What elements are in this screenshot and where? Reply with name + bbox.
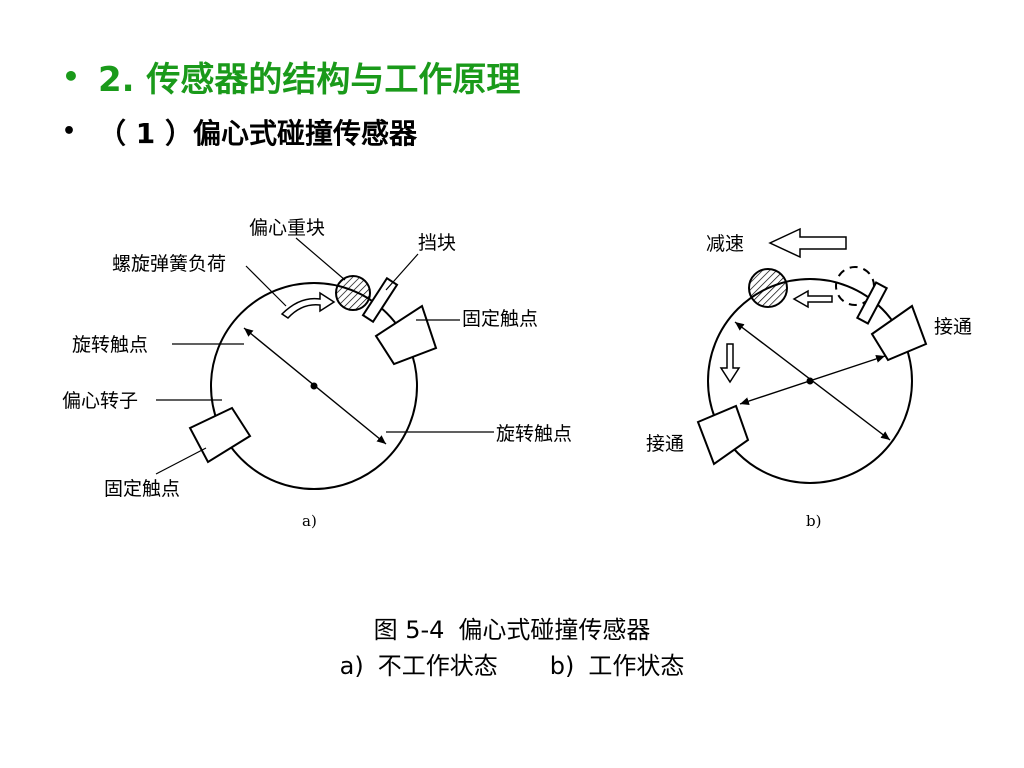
label-rotating-contact-left: 旋转触点 (72, 334, 148, 356)
figure-caption-title: 图 5-4 偏心式碰撞传感器 (0, 610, 1024, 645)
label-stopper: 挡块 (418, 232, 456, 254)
rotation-line-b2 (739, 355, 886, 405)
decelerate-arrow-icon (768, 227, 847, 259)
figure-number: 图 5-4 (373, 616, 445, 644)
figure-caption-legend: a) 不工作状态 b) 工作状态 (0, 646, 1024, 681)
eccentric-weight (335, 275, 371, 311)
fixed-contact-top (374, 304, 438, 366)
bullet-icon: • (62, 119, 77, 144)
stopper-block-b (855, 281, 889, 325)
rotation-arrow-b-icon (792, 289, 833, 309)
section-title: 2. 传感器的结构与工作原理 (98, 60, 521, 100)
stopper-block (361, 276, 399, 324)
section-heading: • 2. 传感器的结构与工作原理 (62, 52, 520, 101)
fixed-contact-left-b (696, 404, 750, 466)
leader-stopper (385, 253, 419, 291)
bullet-icon: • (62, 59, 80, 93)
leader-eccentric-weight (295, 237, 346, 281)
label-connect-right: 接通 (934, 316, 972, 338)
label-decelerate: 减速 (706, 233, 744, 255)
label-fixed-contact-top: 固定触点 (462, 308, 538, 330)
down-arrow-icon (719, 343, 741, 384)
rotation-arrow-icon (280, 291, 336, 319)
eccentric-rotor-circle-b (707, 278, 913, 484)
leader-fixed-contact-bottom (155, 447, 207, 475)
label-fixed-contact-bottom: 固定触点 (104, 478, 180, 500)
diagram-a: 偏心重块 挡块 螺旋弹簧负荷 固定触点 旋转触点 偏心转子 旋转触点 固定触点 … (62, 217, 572, 530)
legend-b-text: 工作状态 (588, 652, 685, 680)
label-rotating-contact-right: 旋转触点 (496, 423, 572, 445)
rotation-line-b1 (734, 321, 891, 441)
label-connect-left: 接通 (646, 433, 684, 455)
subsection-title: （ 1 ）偏心式碰撞传感器 (98, 117, 417, 150)
sub-label-a: a) (302, 512, 317, 530)
label-spiral-spring: 螺旋弹簧负荷 (112, 253, 226, 275)
legend-b-key: b) (549, 652, 575, 680)
eccentric-rotor-circle (210, 282, 418, 490)
eccentric-weight-b (748, 268, 788, 308)
label-eccentric-rotor: 偏心转子 (62, 390, 138, 412)
subsection-heading: • （ 1 ）偏心式碰撞传感器 (62, 112, 417, 152)
sub-label-b: b) (806, 512, 821, 530)
label-eccentric-weight: 偏心重块 (249, 217, 325, 239)
fixed-contact-bottom (188, 406, 252, 464)
diagram-b: 减速 接通 接通 b) (646, 227, 972, 530)
leader-spiral-spring (245, 265, 287, 307)
rotation-diameter-line (243, 327, 387, 445)
figure-title: 偏心式碰撞传感器 (458, 616, 651, 644)
fixed-contact-right-b (870, 304, 928, 362)
legend-a-key: a) (339, 652, 364, 680)
legend-a-text: 不工作状态 (377, 652, 498, 680)
